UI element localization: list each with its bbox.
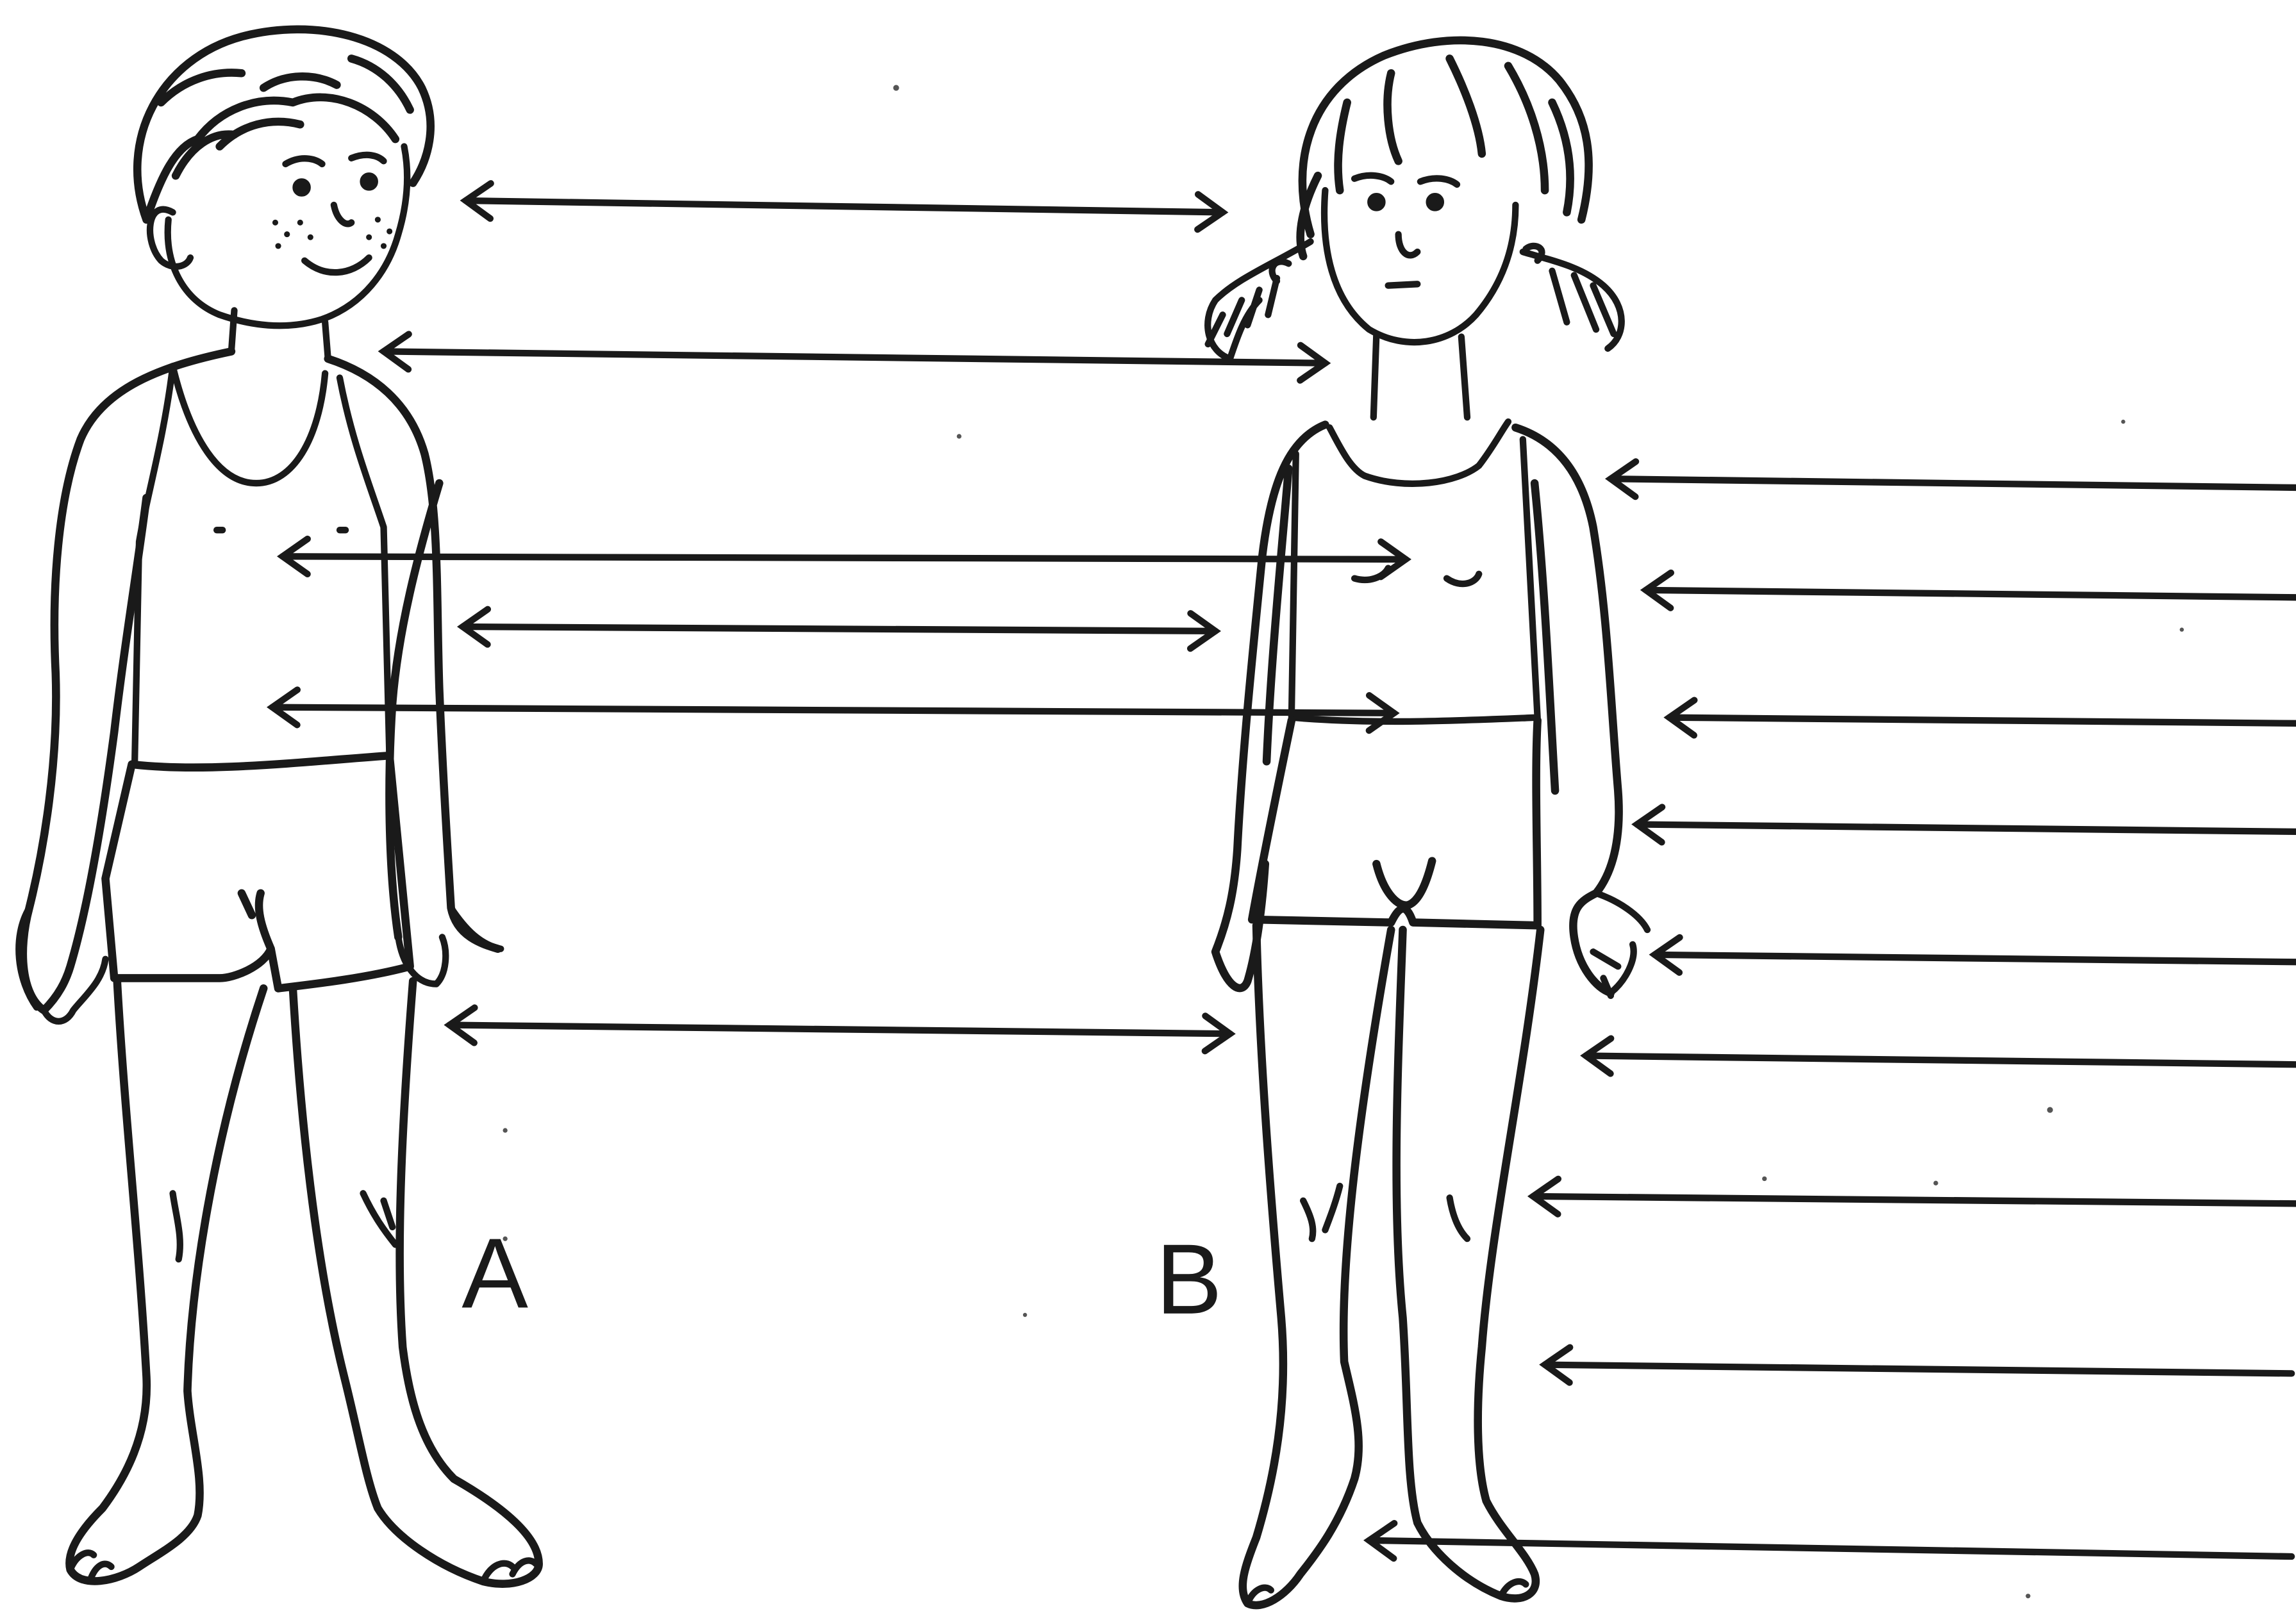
figure-b-label: B [1156,1223,1222,1335]
girl-shorts [1252,720,1537,925]
boy-hair [137,29,430,220]
girl-left-leg [1243,925,1391,1605]
boy-left-hand [19,908,105,1021]
boy-tank-top [135,366,389,761]
boy-nose [334,205,351,224]
arrow-12-shaft [1586,1056,2296,1065]
girl-nose [1399,235,1418,256]
boy-right-hand [398,908,501,984]
figure-b-girl [1208,40,1647,1605]
arrow-11-shaft [1654,955,2296,962]
boy-eye-left [295,181,307,193]
girl-brows [1354,176,1457,185]
girl-left-arm [1215,425,1325,988]
arrow-10-shaft [1637,824,2296,831]
arrow-15-shaft [1369,1540,2292,1556]
girl-eye-right [1429,196,1441,208]
girl-right-hand [1593,893,1647,996]
girl-pigtail-left [1208,242,1310,359]
arrow-2-shaft [384,351,1326,363]
boy-mouth [304,258,369,272]
boy-neck [231,310,328,358]
arrow-9-shaft [1669,718,2296,723]
figure-a-boy [19,29,538,1584]
arrow-14-shaft [1545,1365,2292,1374]
girl-neck [1374,334,1467,417]
arrow-8-shaft [1646,590,2296,597]
arrow-3-shaft [283,556,1406,559]
arrow-4-shaft [463,627,1215,631]
girl-eye-left [1370,196,1382,208]
girl-top [1292,422,1538,722]
boy-freckles [272,217,392,249]
boy-left-arm [23,351,231,1010]
girl-right-arm [1515,427,1618,993]
arrow-7-shaft [1611,479,2296,488]
arrow-13-shaft [1533,1196,2296,1203]
girl-mouth [1388,284,1418,285]
boy-left-leg [69,981,263,1581]
arrow-1-shaft [465,201,1222,212]
girl-face [1324,190,1515,342]
boy-eye-right [363,176,375,187]
girl-chest-marks [1354,568,1479,584]
girl-knee-marks [1303,1186,1467,1239]
girl-hair [1301,40,1589,256]
girl-pigtail-right [1523,246,1622,349]
boy-shorts [105,755,410,988]
figure-a-label: A [462,1218,528,1329]
boy-brows [285,155,383,164]
arrow-6-shaft [449,1025,1230,1034]
girl-right-leg [1397,930,1541,1598]
